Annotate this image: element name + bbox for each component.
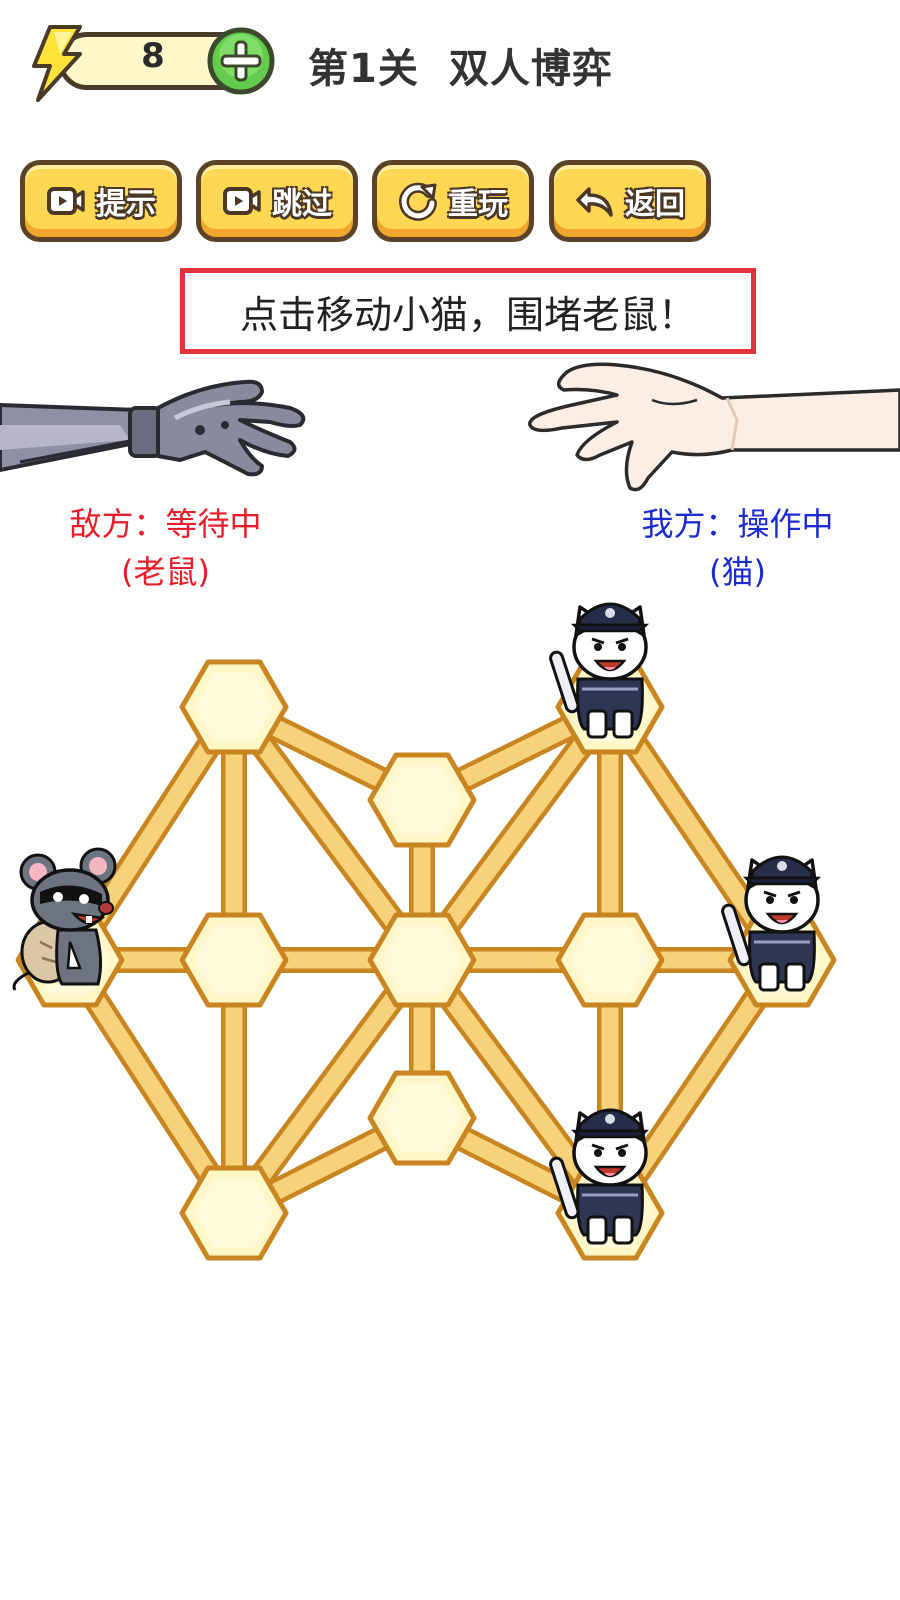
mouse-piece	[12, 847, 117, 992]
board-node-ML[interactable]	[179, 912, 289, 1008]
board-edge-TL-C	[221, 694, 435, 973]
replay-label: 重玩	[448, 187, 508, 222]
add-energy-button[interactable]	[206, 26, 276, 96]
back-label: 返回	[625, 187, 685, 222]
undo-arrow-icon	[576, 187, 613, 217]
instruction-banner: 点击移动小猫，围堵老鼠！	[180, 268, 756, 354]
board-node-TL[interactable]	[179, 659, 289, 755]
my-role: (猫)	[709, 553, 766, 591]
enemy-status: 敌方：等待中 (老鼠)	[48, 500, 283, 596]
replay-button[interactable]: 重玩	[372, 160, 534, 242]
lightning-bolt-icon	[32, 25, 82, 102]
my-status: 我方：操作中 (猫)	[620, 500, 855, 596]
board-node-MR[interactable]	[555, 912, 665, 1008]
video-icon	[223, 187, 261, 215]
board-node-C[interactable]	[367, 912, 477, 1008]
game-board	[12, 602, 837, 1261]
plus-icon	[220, 40, 262, 82]
board-node-BL[interactable]	[179, 1165, 289, 1261]
refresh-icon	[399, 182, 437, 221]
back-button[interactable]: 返回	[549, 160, 711, 242]
level-number: 第1关	[308, 46, 419, 92]
energy-count: 8	[141, 36, 165, 76]
video-icon	[47, 187, 85, 215]
my-status-text: 我方：操作中	[641, 505, 834, 543]
energy-bar: 8	[28, 22, 278, 102]
level-title: 第1关双人博弈	[308, 36, 613, 94]
board-edge-C-TR	[409, 694, 623, 973]
level-name: 双人博弈	[448, 46, 613, 92]
skip-label: 跳过	[272, 187, 332, 222]
board-edge-BL-C	[221, 947, 435, 1226]
enemy-role: (老鼠)	[121, 553, 210, 591]
human-hand-icon	[528, 362, 900, 492]
board-node-BC[interactable]	[367, 1070, 477, 1166]
board-node-TC[interactable]	[367, 752, 477, 848]
robot-hand-icon	[0, 379, 306, 477]
hint-button[interactable]: 提示	[20, 160, 182, 242]
enemy-status-text: 敌方：等待中	[69, 505, 262, 543]
hint-label: 提示	[96, 187, 156, 222]
skip-button[interactable]: 跳过	[196, 160, 358, 242]
